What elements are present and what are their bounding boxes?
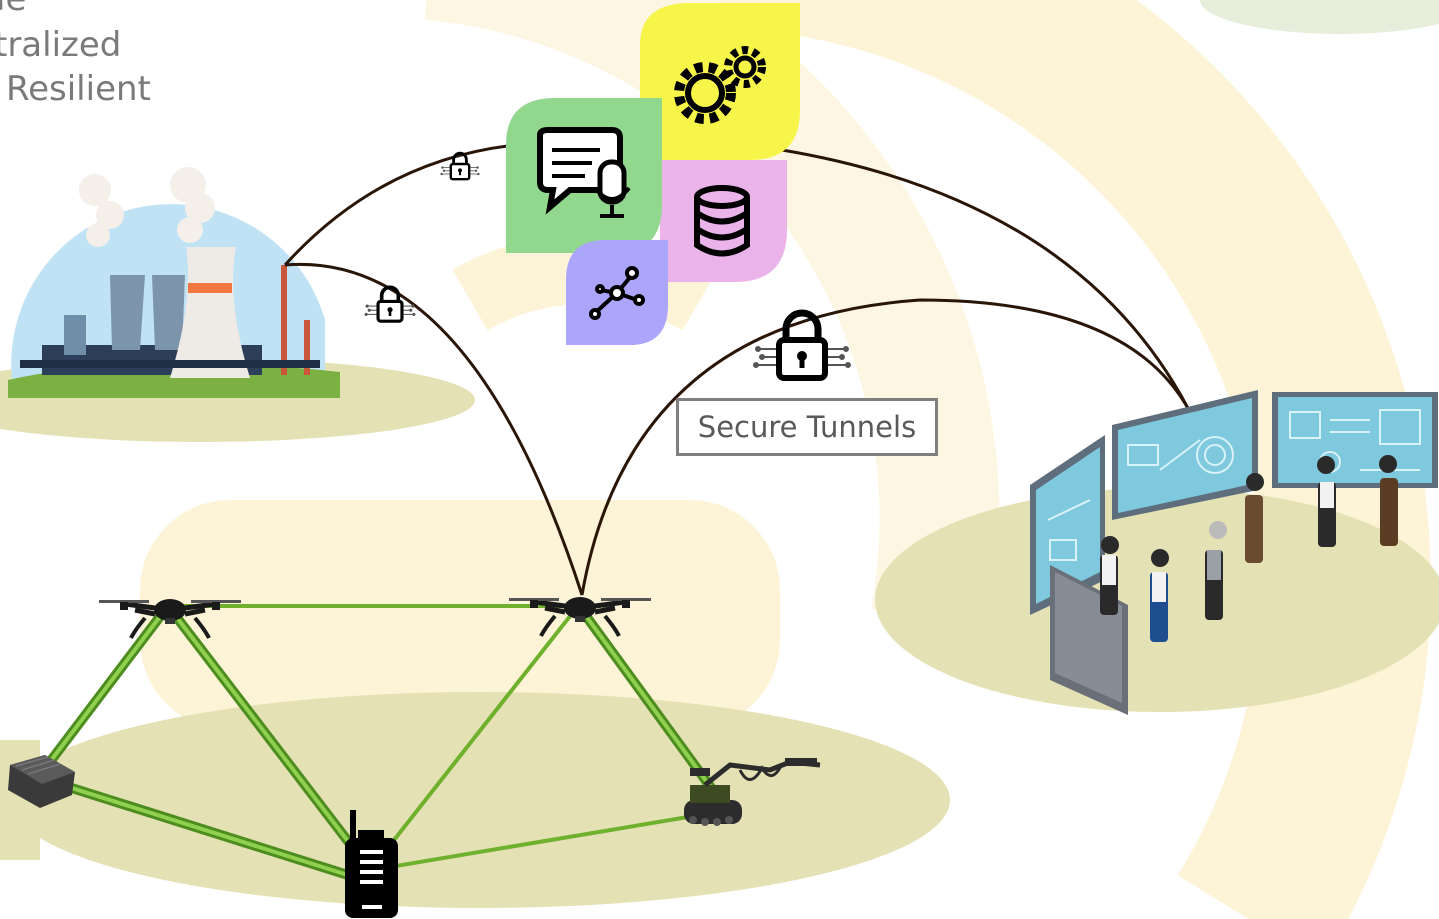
control-room-icon <box>1030 390 1438 715</box>
padlock-icon <box>364 285 416 323</box>
background-rings <box>140 0 1439 919</box>
radio-icon <box>345 810 398 918</box>
database-icon <box>694 185 750 257</box>
mesh-network-links <box>35 600 725 887</box>
secure-tunnels-callout: Secure Tunnels <box>676 398 938 456</box>
gears-icon <box>674 46 766 124</box>
ground-bottom <box>10 692 950 908</box>
heading-fragment-line-1: le <box>0 0 26 16</box>
chat-mic-icon <box>537 127 631 218</box>
ground-robot-icon <box>684 758 821 826</box>
secure-tunnels-label: Secure Tunnels <box>697 410 917 444</box>
edge-box-icon <box>8 755 75 808</box>
power-plant-icon <box>8 167 340 398</box>
heading-fragment-line-3: Resilient <box>6 69 151 109</box>
padlock-icon <box>440 151 480 181</box>
heading-fragment-line-2: tralized <box>0 25 122 65</box>
secure-tunnel-lines <box>283 143 1192 596</box>
network-nodes-icon <box>589 266 645 320</box>
